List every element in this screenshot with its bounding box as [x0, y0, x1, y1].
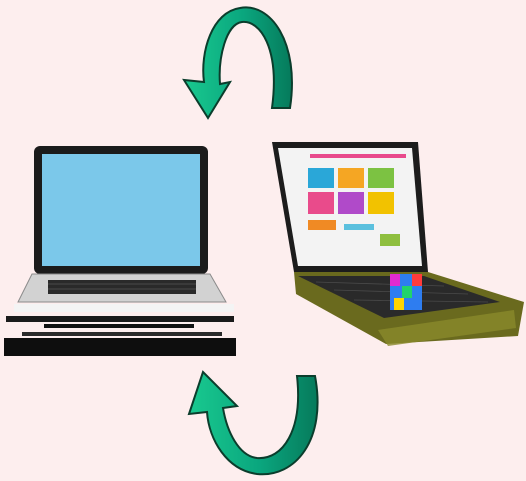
left-laptop-icon [4, 146, 236, 356]
left-laptop-screen [42, 154, 200, 266]
top-curved-arrow-icon [182, 6, 293, 120]
right-laptop-icon [272, 142, 524, 346]
bottom-curved-arrow-icon [187, 370, 319, 476]
